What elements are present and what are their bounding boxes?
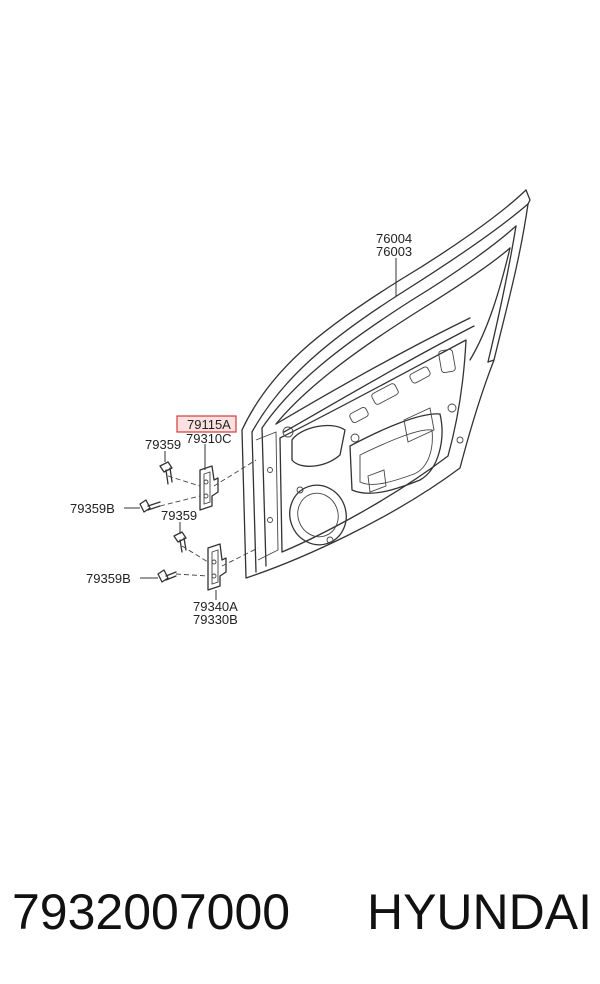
- label-bolt-lower-b: 79359B: [86, 571, 131, 586]
- label-door-bottom: 76003: [376, 244, 412, 259]
- lower-hinge-bolt-top: [173, 531, 187, 553]
- label-bolt-upper-b: 79359B: [70, 501, 115, 516]
- part-number: 7932007000: [12, 884, 291, 940]
- label-bolt-upper-a: 79359: [145, 437, 181, 452]
- label-hinge-upper: 79310C: [186, 431, 232, 446]
- label-hinge-lower-bottom: 79330B: [193, 612, 238, 627]
- upper-hinge: [199, 465, 219, 511]
- brand-name: HYUNDAI: [366, 884, 592, 940]
- footer-caption: 7932007000 HYUNDAI: [12, 872, 592, 952]
- label-highlight: 79115A: [187, 417, 231, 432]
- assembly-line: [175, 573, 209, 577]
- label-hinge-lower-top: 79340A: [193, 599, 238, 614]
- upper-hinge-bolt-side: [139, 499, 161, 513]
- assembly-line: [159, 495, 201, 507]
- assembly-line: [221, 547, 259, 567]
- assembly-line: [181, 545, 209, 563]
- front-door-panel: [241, 189, 531, 579]
- assembly-line: [167, 475, 201, 487]
- label-door-top: 76004: [376, 231, 412, 246]
- upper-hinge-bolt-top: [159, 461, 173, 485]
- lower-hinge: [207, 543, 227, 591]
- lower-hinge-bolt-side: [157, 569, 177, 583]
- highlight-box: [176, 415, 237, 433]
- label-bolt-lower-a: 79359: [161, 508, 197, 523]
- assembly-line: [213, 459, 257, 487]
